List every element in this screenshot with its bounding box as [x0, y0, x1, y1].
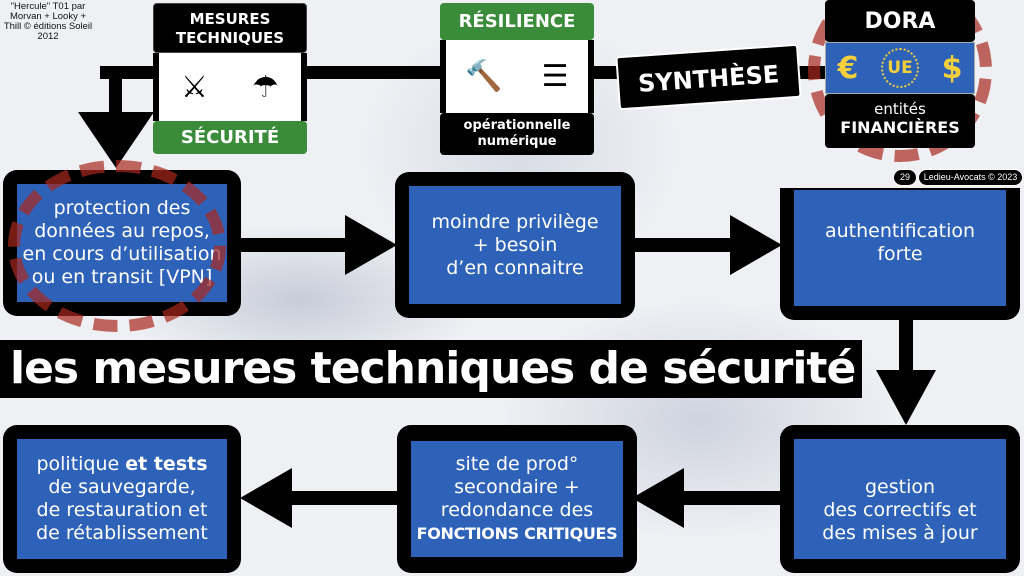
step-text: des correctifs et — [823, 499, 977, 521]
resilience-block: RÉSILIENCE 🔨☰ opérationnelle numérique — [440, 3, 594, 155]
ue-label: UE — [881, 48, 919, 88]
step-least-privilege: moindre privilège + besoin d’en connaitr… — [395, 172, 635, 318]
copyright: Ledieu-Avocats © 2023 — [918, 169, 1023, 186]
step-text: d’en connaitre — [446, 256, 584, 279]
dora-block: DORA € UE $ entités FINANCIÈRES — [825, 0, 975, 150]
step-text: de restauration et — [36, 499, 208, 521]
slide-title: les mesures techniques de sécurité — [0, 340, 862, 398]
step-strong-auth: authentification forte — [780, 188, 1020, 320]
step-text: redondance des — [440, 499, 594, 521]
arrow-shaft-5 — [290, 491, 400, 505]
security-icons: ⚔☂ — [153, 53, 307, 121]
down-arrow-icon — [78, 112, 154, 168]
resilience-label-1: opérationnelle — [463, 118, 571, 133]
step-secondary-site: site de prod° secondaire + redondance de… — [397, 425, 637, 573]
step-text-bold: et tests — [125, 453, 208, 475]
resilience-label-2: numérique — [477, 134, 557, 149]
right-arrow-icon — [345, 215, 397, 275]
step-text: politique — [36, 453, 126, 475]
step-text: site de prod° — [455, 453, 579, 475]
step-patch-management: gestion des correctifs et des mises à jo… — [780, 425, 1020, 573]
euro-icon: € — [837, 50, 859, 86]
down-arrow-shaft — [109, 66, 122, 116]
swords-shield-icon: ⚔ — [181, 69, 208, 105]
step-text: gestion — [864, 476, 936, 498]
step-text: de sauvegarde, — [48, 476, 196, 498]
page-number: 29 — [893, 169, 917, 186]
eu-flag: € UE $ — [825, 42, 975, 94]
hammer-icon: 🔨 — [465, 59, 503, 94]
left-arrow-icon — [240, 468, 292, 528]
step-text: secondaire + — [454, 476, 580, 498]
right-arrow-icon — [730, 215, 782, 275]
down-arrow-icon — [876, 370, 936, 425]
credit-text: "Hercule" T01 par Morvan + Looky + Thill… — [3, 1, 93, 42]
step-text: moindre privilège — [431, 210, 599, 233]
arrow-shaft-1 — [235, 238, 350, 252]
arrow-shaft-4 — [680, 491, 785, 505]
protection-highlight-ring — [8, 160, 226, 332]
umbrella-server-icon: ☂ — [252, 69, 279, 105]
step-text: politique et tests — [36, 453, 208, 476]
securite-label: SÉCURITÉ — [153, 121, 307, 154]
step-text: de rétablissement — [36, 522, 208, 544]
arrow-shaft-2 — [630, 238, 735, 252]
step-text: authentification — [824, 220, 976, 242]
dora-title: DORA — [825, 0, 975, 42]
server-icon: ☰ — [541, 59, 569, 94]
dora-line1: entités — [874, 100, 926, 118]
step-text-caps: FONCTIONS CRITIQUES — [416, 524, 618, 543]
step-text: + besoin — [472, 233, 558, 256]
step-backup-policy: politique et tests de sauvegarde, de res… — [3, 425, 241, 573]
arrow-shaft-3 — [899, 315, 913, 375]
step-text: forte — [877, 243, 923, 265]
dollar-icon: $ — [941, 50, 963, 86]
dora-line2: FINANCIÈRES — [840, 118, 960, 137]
mesures-techniques-block: MESURES TECHNIQUES ⚔☂ SÉCURITÉ — [153, 3, 307, 155]
resilience-title: RÉSILIENCE — [440, 3, 594, 40]
step-text: des mises à jour — [822, 522, 978, 544]
synthese-label: SYNTHÈSE — [615, 43, 802, 111]
left-arrow-icon — [632, 468, 684, 528]
hammer-server-icon: 🔨☰ — [440, 40, 594, 113]
mesures-title: MESURES TECHNIQUES — [153, 3, 307, 53]
